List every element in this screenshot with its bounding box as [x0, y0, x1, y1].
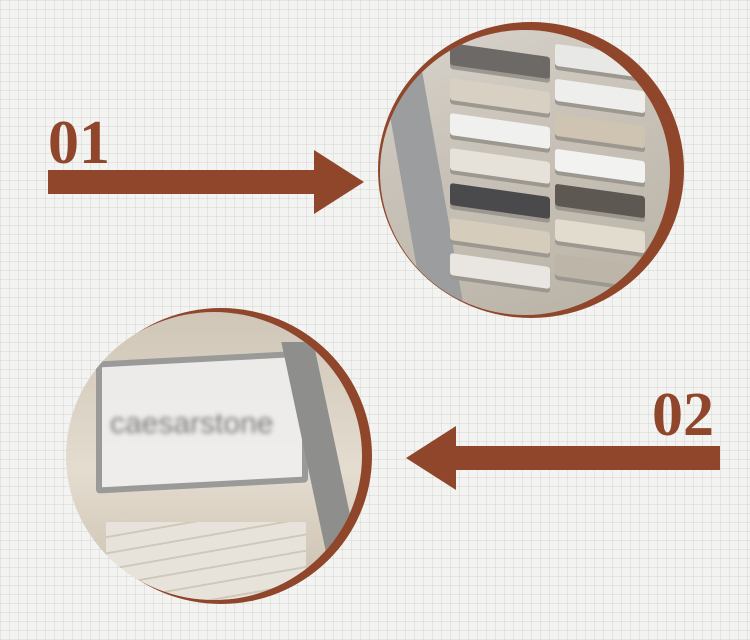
sample-tile	[450, 147, 550, 185]
sample-tile	[555, 218, 645, 254]
sample-tile	[555, 183, 645, 219]
sample-tile	[555, 148, 645, 184]
sample-tile	[555, 78, 645, 114]
sample-tile	[555, 113, 645, 149]
arrow-right-icon	[48, 150, 364, 214]
sample-tile	[555, 253, 645, 289]
sign-display-photo: caesarstone	[66, 312, 362, 600]
sample-tile	[450, 112, 550, 150]
sample-rack-photo	[380, 30, 670, 315]
sample-tile	[450, 217, 550, 255]
sample-tile	[450, 252, 550, 290]
step-number-01: 01	[48, 109, 110, 177]
sample-tile	[450, 182, 550, 220]
arrow-left-icon	[406, 426, 720, 490]
step-number-02: 02	[652, 381, 714, 449]
display-shelf	[106, 522, 306, 600]
brand-logo: caesarstone	[110, 407, 274, 440]
sample-tile	[450, 77, 550, 115]
sample-tile	[450, 42, 550, 80]
